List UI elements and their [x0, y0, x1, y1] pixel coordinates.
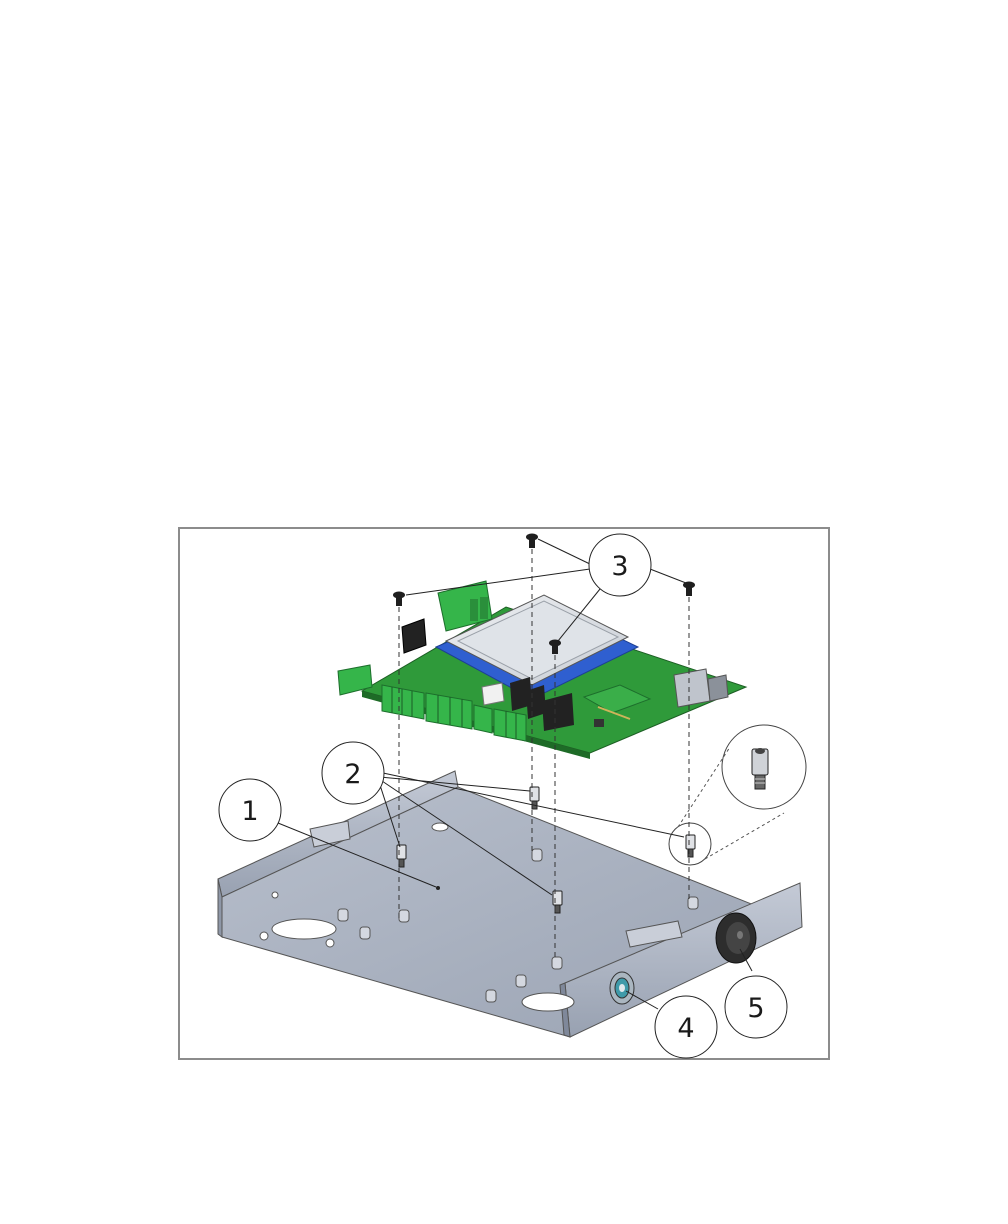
- callout-4: 4: [655, 996, 717, 1058]
- screw-top: [526, 534, 538, 549]
- callout-5: 5: [725, 976, 787, 1038]
- assembly-figure-frame: 1 2 3 4 5: [178, 527, 830, 1060]
- screw-right: [683, 582, 695, 597]
- blanking-plug: [716, 913, 756, 963]
- mounting-tray: [218, 771, 802, 1037]
- standoff-right: [686, 835, 695, 857]
- callout-label-5: 5: [747, 993, 764, 1024]
- callout-label-3: 3: [611, 551, 628, 582]
- callout-label-2: 2: [344, 759, 361, 790]
- callout-label-1: 1: [241, 796, 258, 827]
- screw-left: [393, 592, 405, 607]
- callout-2: 2: [322, 742, 384, 804]
- callout-label-4: 4: [677, 1013, 694, 1044]
- cable-grommet: [610, 972, 634, 1004]
- callout-3: 3: [589, 534, 651, 596]
- exploded-assembly-drawing: 1 2 3 4 5: [180, 529, 832, 1062]
- callout-1: 1: [219, 779, 281, 841]
